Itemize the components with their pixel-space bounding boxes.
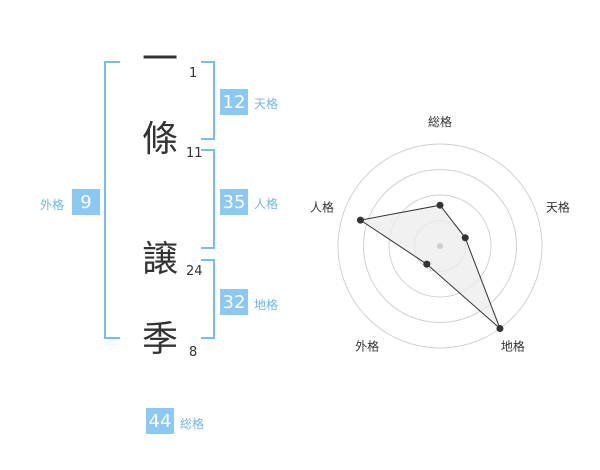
radar-data-point (496, 325, 504, 333)
tenkaku-bracket (201, 61, 215, 140)
gaikaku-label: 外格 (40, 198, 65, 212)
radar-grid-ring (388, 194, 492, 298)
stroke-count-2: 11 (186, 146, 203, 161)
name-char-3: 譲 (142, 239, 179, 280)
chikaku-badge: 32 (220, 289, 248, 315)
stroke-count-1: 1 (189, 66, 198, 81)
gaikaku-badge: 9 (72, 189, 100, 215)
jinkaku-bracket (201, 149, 215, 249)
name-char-2: 條 (142, 119, 179, 160)
tenkaku-label: 天格 (254, 97, 279, 111)
radar-data-point (423, 260, 431, 268)
radar-axis-label: 天格 (546, 200, 570, 215)
chikaku-label: 地格 (254, 298, 279, 312)
soukaku-label: 総格 (180, 417, 205, 431)
radar-grid-ring (337, 143, 543, 349)
gaikaku-bracket (104, 61, 120, 339)
radar-data-point (356, 216, 364, 224)
soukaku-badge: 44 (146, 408, 174, 434)
stroke-count-4: 8 (189, 345, 198, 360)
name-char-4: 季 (142, 319, 179, 360)
tenkaku-badge: 12 (220, 89, 248, 115)
jinkaku-badge: 35 (220, 189, 248, 215)
radar-data-point (436, 201, 444, 209)
radar-center-dot (437, 243, 443, 249)
radar-axis-label: 総格 (428, 114, 452, 129)
name-char-1: 一 (142, 39, 179, 80)
stroke-count-3: 24 (186, 264, 203, 279)
radar-axis-label: 地格 (501, 338, 525, 353)
radar-data-point (461, 234, 469, 242)
radar-axis-label: 人格 (310, 200, 334, 215)
chikaku-bracket (201, 259, 215, 339)
radar-axis-label: 外格 (355, 338, 379, 353)
jinkaku-label: 人格 (254, 197, 279, 211)
radar-series-polygon (359, 204, 501, 329)
radar-grid-ring (363, 169, 517, 323)
